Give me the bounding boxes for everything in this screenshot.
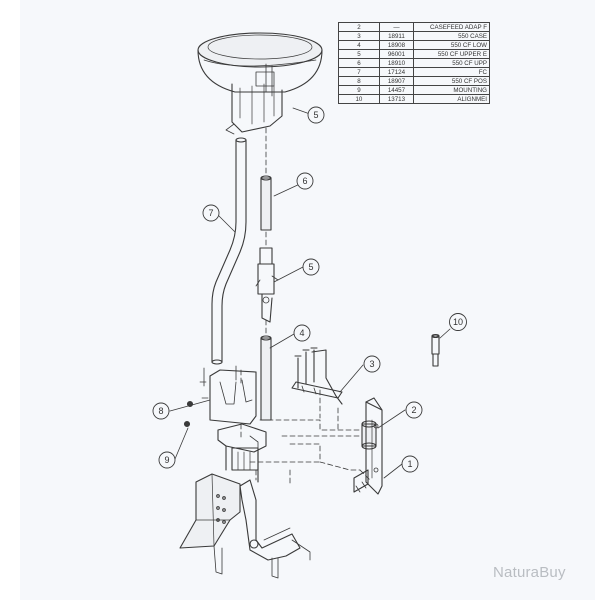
description-cell: CASEFEED ADAP F [413,22,490,32]
parts-row: 2—CASEFEED ADAP F [338,22,490,32]
description-cell: 550 CF LOW [413,40,490,50]
description-cell: 550 CF UPP [413,58,490,68]
description-cell: ALIGNMEI [413,94,490,104]
exploded-assembly-drawing: 5 6 7 5 4 3 2 1 8 9 10 [152,32,467,579]
callout-labels: 5 6 7 5 4 3 2 1 8 9 10 [158,110,463,469]
description-cell: 550 CASE [413,31,490,41]
callout-9-label: 9 [164,455,169,465]
callout-8-label: 8 [158,406,163,416]
callout-6-label: 6 [302,176,307,186]
part-number-cell: 18911 [378,31,415,41]
callout-7-label: 7 [208,208,213,218]
callout-10 [449,313,467,331]
callout-3 [363,355,381,373]
part-number-cell: — [378,22,415,32]
item-cell: 10 [338,94,380,104]
upper-tube-part [260,175,272,231]
casefeed-bracket [291,349,343,405]
part-number-cell: 13713 [378,94,415,104]
press-frame [179,423,311,579]
screws [294,347,318,389]
item-cell: 7 [338,67,380,77]
callout-5-lower [302,258,320,276]
mounting-block [183,365,257,428]
callout-1-label: 1 [407,459,412,469]
callout-9 [158,451,176,469]
support-tube [211,137,247,365]
callout-8 [152,402,170,420]
lower-tube [260,335,272,421]
description-cell: 550 CF POS [413,76,490,86]
callout-2 [405,401,423,419]
part-number-cell: 18910 [378,58,415,68]
callout-1 [401,455,419,473]
callout-circles [152,106,467,473]
callout-2-label: 2 [411,405,416,415]
item-cell: 9 [338,85,380,95]
callout-4 [293,324,311,342]
upper-tube-assembly [255,247,279,323]
callout-3-label: 3 [369,359,374,369]
item-cell: 3 [338,31,380,41]
item-cell: 5 [338,49,380,59]
casefeed-bowl [197,32,323,135]
item-cell: 2 [338,22,380,32]
callout-5-upper-label: 5 [313,110,318,120]
item-cell: 8 [338,76,380,86]
part-number-cell: 14457 [378,85,415,95]
watermark: NaturaBuy [493,564,566,581]
callout-6 [296,172,314,190]
item-cell: 4 [338,40,380,50]
callout-leaders [169,107,451,479]
mounting-bracket [353,397,383,495]
item-cell: 6 [338,58,380,68]
part-number-cell: 96001 [378,49,415,59]
callout-7 [202,204,220,222]
description-cell: MOUNTING [413,85,490,95]
callout-4-label: 4 [299,328,304,338]
part-number-cell: 18908 [378,40,415,50]
alignment-pin [431,333,440,367]
description-cell: 550 CF UPPER E [413,49,490,59]
callout-5-upper [307,106,325,124]
callout-5-lower-label: 5 [308,262,313,272]
part-number-cell: 17124 [378,67,415,77]
part-number-cell: 18907 [378,76,415,86]
diagram-sheet: 5 6 7 5 4 3 2 1 8 9 10 2—CASEFEED ADAP F… [20,0,595,600]
description-cell: FC [413,67,490,77]
callout-10-label: 10 [453,317,463,327]
